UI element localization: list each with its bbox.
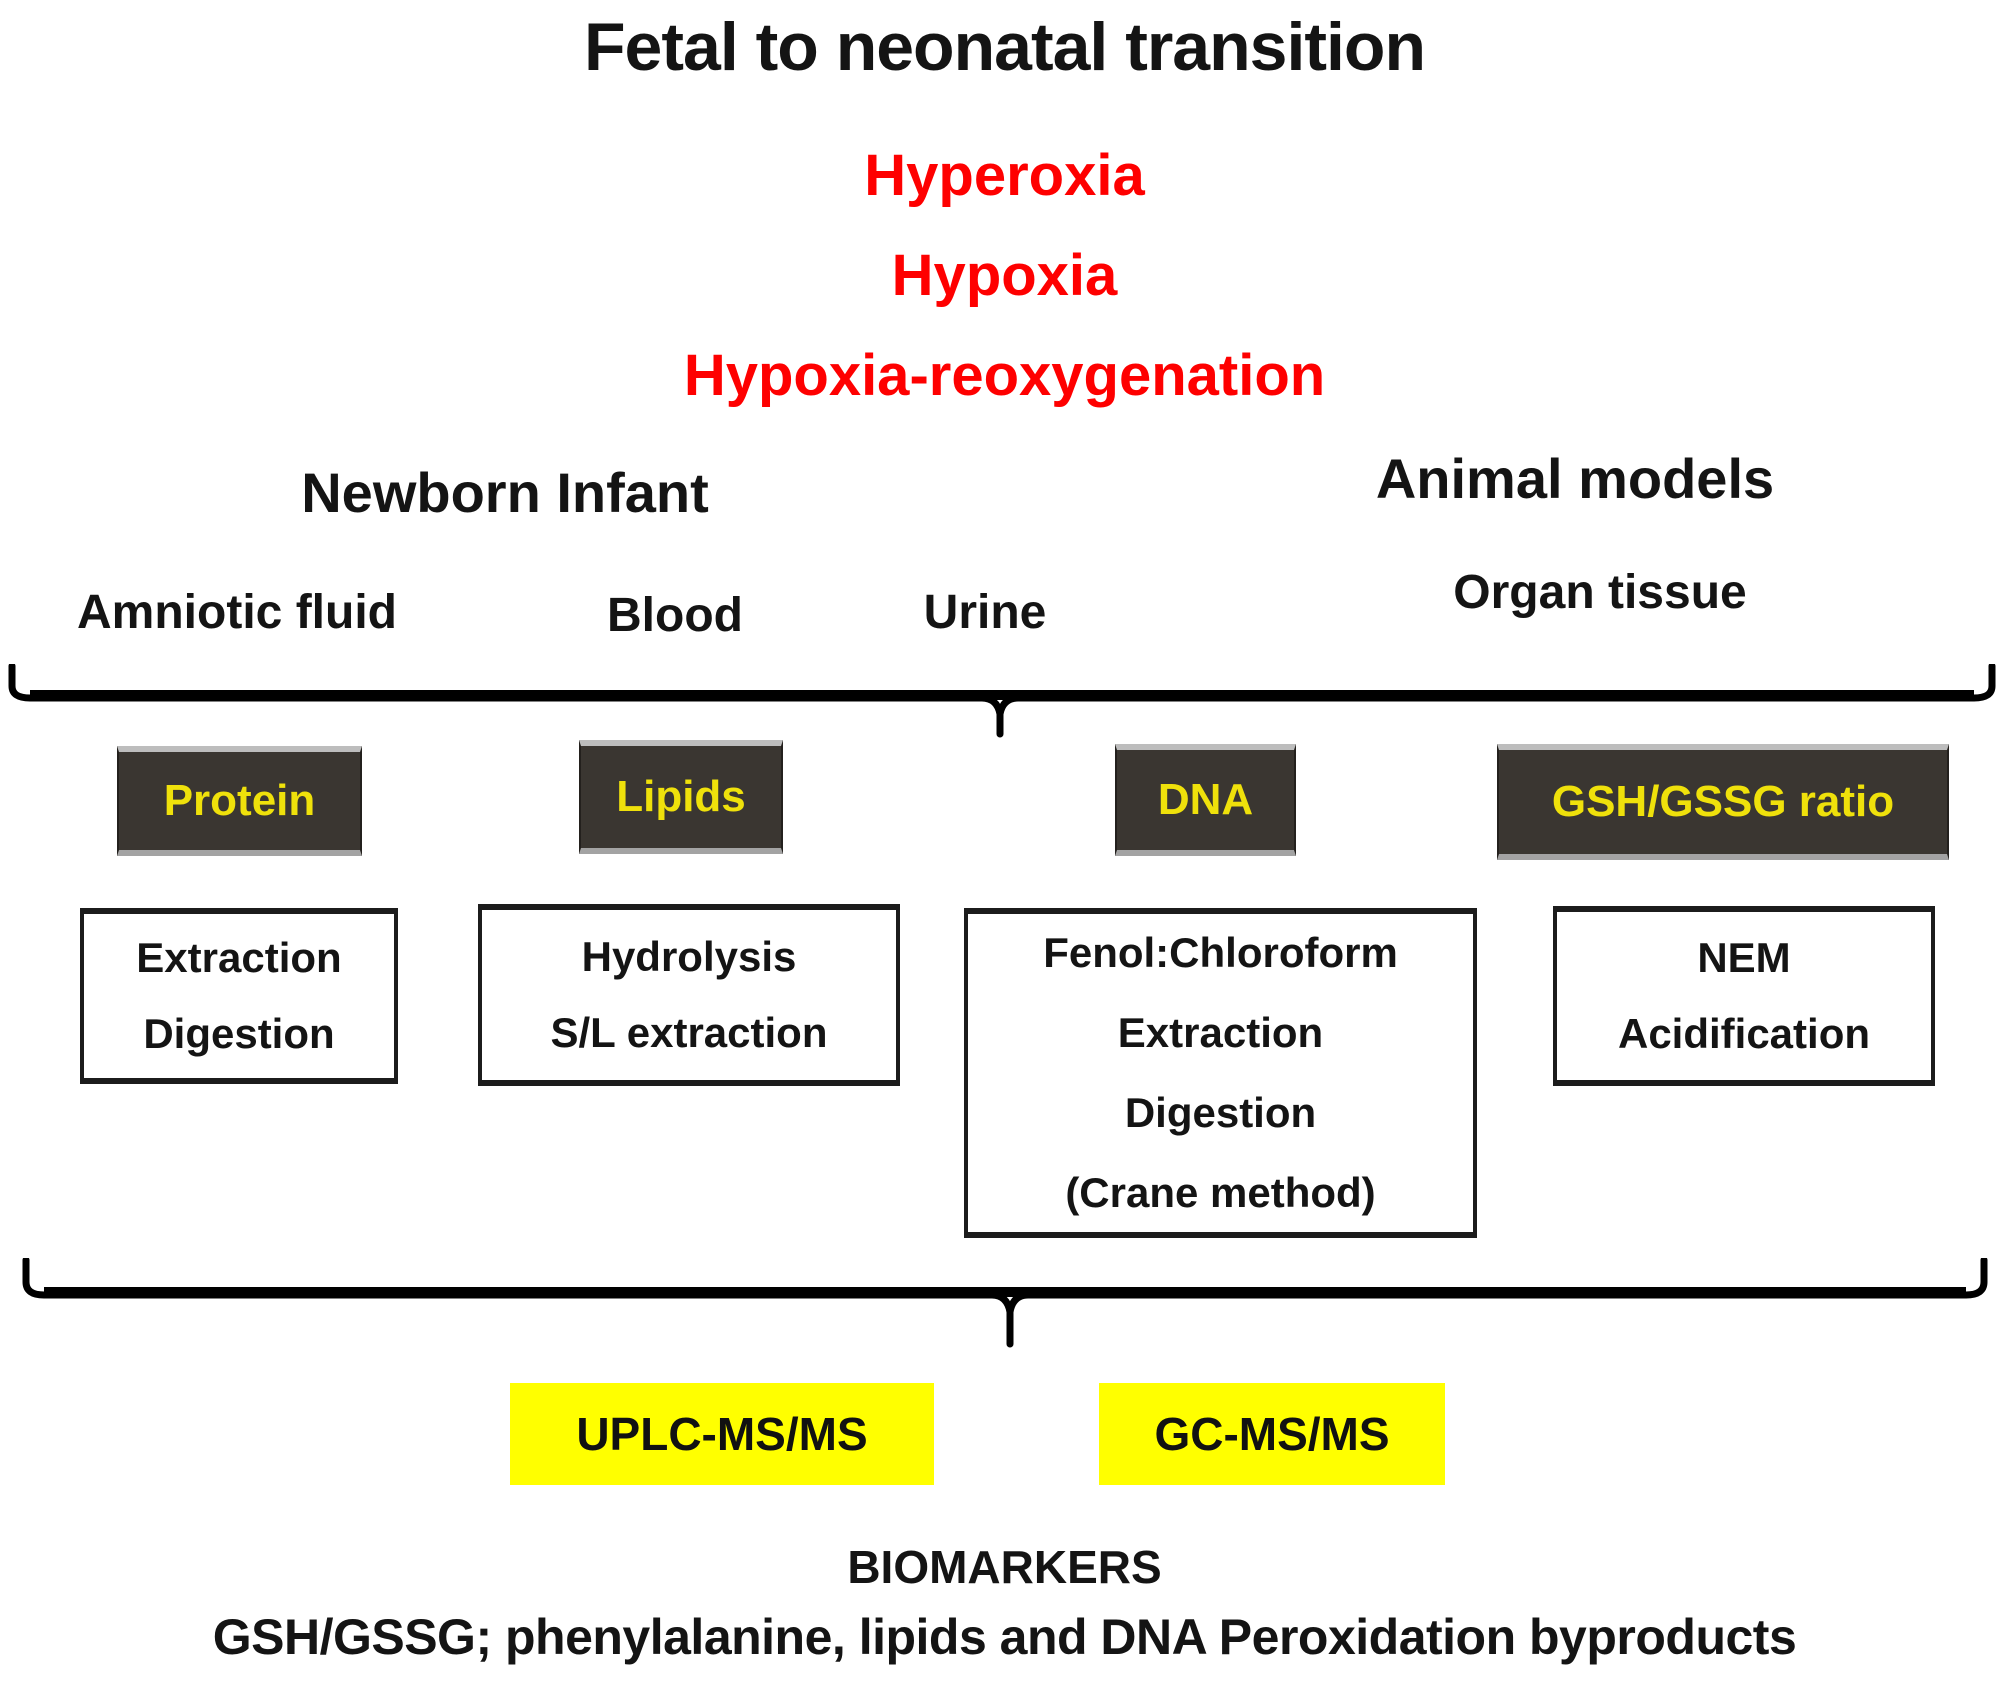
- prep-line: Fenol:Chloroform: [1043, 929, 1398, 976]
- instrument-label: UPLC-MS/MS: [576, 1408, 868, 1460]
- prep-line: Acidification: [1617, 1010, 1871, 1057]
- prep-box-lipids: Hydrolysis S/L extraction: [478, 904, 900, 1086]
- sample-organ-tissue: Organ tissue: [1453, 566, 1747, 619]
- prep-box-dna: Fenol:Chloroform Extraction Digestion (C…: [964, 908, 1477, 1238]
- sample-amniotic-fluid: Amniotic fluid: [77, 586, 397, 639]
- subject-newborn-infant: Newborn Infant: [301, 461, 709, 524]
- biomarkers-heading: BIOMARKERS: [847, 1541, 1162, 1593]
- instrument-box-gc: GC-MS/MS: [1099, 1383, 1445, 1485]
- analyte-box-gsh-gssg-ratio: GSH/GSSG ratio: [1497, 744, 1949, 860]
- instrument-box-uplc: UPLC-MS/MS: [510, 1383, 934, 1485]
- analyte-box-dna: DNA: [1115, 744, 1296, 856]
- sample-blood: Blood: [607, 589, 743, 642]
- prep-line: (Crane method): [1065, 1169, 1376, 1216]
- bottom-brace: [22, 1258, 1988, 1350]
- top-brace: [8, 664, 1996, 742]
- prep-line: Digestion: [143, 1010, 335, 1057]
- instrument-label: GC-MS/MS: [1154, 1408, 1390, 1460]
- stressor-hypoxia: Hypoxia: [891, 243, 1118, 308]
- analyte-label: Protein: [163, 776, 316, 825]
- prep-line: S/L extraction: [550, 1009, 828, 1056]
- sample-urine: Urine: [923, 586, 1047, 639]
- analyte-label: DNA: [1157, 775, 1254, 824]
- prep-line: Hydrolysis: [581, 933, 797, 980]
- analyte-label: Lipids: [616, 772, 746, 821]
- analyte-box-protein: Protein: [117, 746, 362, 856]
- page-title: Fetal to neonatal transition: [584, 9, 1426, 85]
- prep-line: NEM: [1697, 934, 1791, 981]
- prep-line: Digestion: [1124, 1089, 1317, 1136]
- prep-box-protein: Extraction Digestion: [80, 908, 398, 1084]
- prep-line: Extraction: [136, 934, 342, 981]
- analyte-label: GSH/GSSG ratio: [1551, 777, 1895, 826]
- subject-animal-models: Animal models: [1375, 447, 1775, 510]
- prep-line: Extraction: [1117, 1009, 1324, 1056]
- stressor-hypoxia-reoxygenation: Hypoxia-reoxygenation: [683, 343, 1326, 408]
- analyte-box-lipids: Lipids: [579, 740, 783, 854]
- stressor-hyperoxia: Hyperoxia: [864, 143, 1145, 208]
- prep-box-gsh: NEM Acidification: [1553, 906, 1935, 1086]
- biomarkers-list: GSH/GSSG; phenylalanine, lipids and DNA …: [212, 1609, 1797, 1665]
